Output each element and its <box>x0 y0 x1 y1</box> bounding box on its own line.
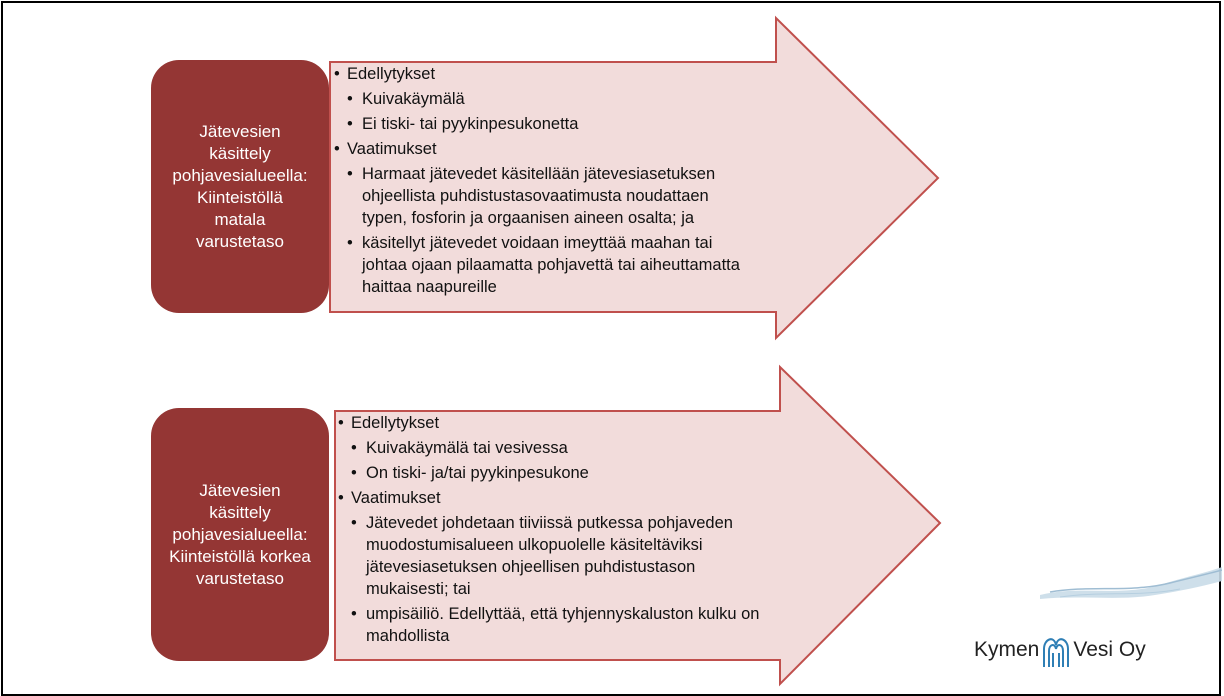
bullet-icon: • <box>347 165 353 183</box>
item-line: ohjeellista puhdistustasovaatimusta noud… <box>362 187 709 205</box>
arrow-shape-2 <box>334 364 942 687</box>
side-box-korkea: Jätevesien käsittely pohjavesialueella: … <box>151 408 329 661</box>
content-block-1: •Edellytykset •Kuivakäymälä •Ei tiski- t… <box>334 63 774 298</box>
item-line: haittaa naapureille <box>362 278 497 296</box>
side-line: käsittely <box>209 502 271 522</box>
bullet-icon: • <box>334 140 340 158</box>
list-item: • käsitellyt jätevedet voidaan imeyttää … <box>334 232 774 298</box>
list-item: • Jätevedet johdetaan tiiviissä putkessa… <box>338 512 778 600</box>
list-item: •Ei tiski- tai pyykinpesukonetta <box>347 115 579 133</box>
company-logo: Kymen Vesi Oy <box>974 632 1154 668</box>
list-item: •Kuivakäymälä tai vesivessa <box>351 439 568 457</box>
bullet-icon: • <box>347 234 353 252</box>
item-line: johtaa ojaan pilaamatta pohjavettä tai a… <box>362 256 740 274</box>
item-line: mukaisesti; tai <box>366 580 471 598</box>
bullet-icon: • <box>347 115 353 133</box>
section-heading: •Edellytykset <box>334 65 436 83</box>
item-line: jätevesiasetuksen ohjeellisen puhdistust… <box>366 558 696 576</box>
water-wave-decoration <box>1040 567 1222 599</box>
bullet-icon: • <box>351 464 357 482</box>
item-line: käsitellyt jätevedet voidaan imeyttää ma… <box>362 234 713 252</box>
list-item: • Harmaat jätevedet käsitellään jätevesi… <box>334 163 774 229</box>
bullet-icon: • <box>351 514 357 532</box>
item-line: mahdollista <box>366 627 450 645</box>
logo-text-right: Vesi Oy <box>1073 638 1146 661</box>
item-line: Jätevedet johdetaan tiiviissä putkessa p… <box>366 514 733 532</box>
bullet-icon: • <box>334 65 340 83</box>
side-line: pohjavesialueella: <box>172 524 308 544</box>
side-line: Kiinteistöllä <box>197 187 283 207</box>
item-line: umpisäiliö. Edellyttää, että tyhjennyska… <box>366 605 760 623</box>
side-line: varustetaso <box>196 231 284 251</box>
water-fountain-icon <box>1040 633 1072 667</box>
bullet-icon: • <box>351 605 357 623</box>
content-block-2: •Edellytykset •Kuivakäymälä tai vesivess… <box>338 412 778 647</box>
item-line: muodostumisalueen ulkopuolelle käsiteltä… <box>366 536 703 554</box>
side-line: matala <box>214 209 266 229</box>
side-box-matala: Jätevesien käsittely pohjavesialueella: … <box>151 60 329 313</box>
list-item: •On tiski- ja/tai pyykinpesukone <box>351 464 589 482</box>
item-line: typen, fosforin ja orgaanisen aineen osa… <box>362 209 695 227</box>
side-line: käsittely <box>209 143 271 163</box>
bullet-icon: • <box>351 439 357 457</box>
arrow-shape-1 <box>329 15 940 341</box>
bullet-icon: • <box>338 414 344 432</box>
side-line: Jätevesien <box>199 480 281 500</box>
section-heading: •Vaatimukset <box>334 140 437 158</box>
side-line: varustetaso <box>196 568 284 588</box>
side-line: Jätevesien <box>199 121 281 141</box>
section-heading: •Vaatimukset <box>338 489 441 507</box>
list-item: •Kuivakäymälä <box>347 90 465 108</box>
side-line: pohjavesialueella: <box>172 165 308 185</box>
bullet-icon: • <box>347 90 353 108</box>
section-heading: •Edellytykset <box>338 414 440 432</box>
bullet-icon: • <box>338 489 344 507</box>
logo-text-left: Kymen <box>974 638 1040 661</box>
side-line: Kiinteistöllä korkea <box>169 546 311 566</box>
item-line: Harmaat jätevedet käsitellään jätevesias… <box>362 165 716 183</box>
list-item: • umpisäiliö. Edellyttää, että tyhjennys… <box>338 603 778 647</box>
